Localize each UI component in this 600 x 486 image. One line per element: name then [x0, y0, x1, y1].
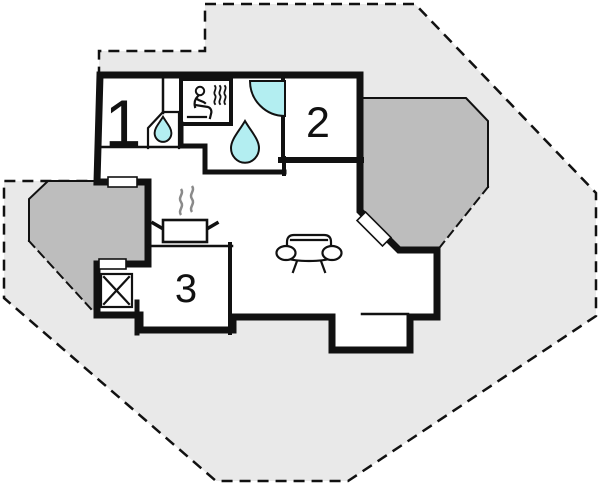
right-terrace	[357, 97, 490, 254]
room-1-label: 1	[105, 86, 142, 160]
interior-walls	[98, 75, 410, 336]
sofa-icon	[275, 233, 343, 274]
shower-water-drop-icon	[229, 119, 261, 164]
terrace-door	[355, 210, 393, 248]
room-3-label: 3	[175, 267, 197, 311]
room-2-label: 2	[306, 99, 330, 147]
stove-icon	[150, 185, 220, 244]
window	[98, 258, 127, 270]
wardrobe-icon	[99, 272, 134, 309]
steam-icon	[178, 188, 184, 216]
shower-basin-icon	[248, 80, 286, 118]
sauna-icon	[186, 84, 227, 120]
sink-water-drop-icon	[153, 114, 173, 143]
window	[107, 176, 138, 188]
